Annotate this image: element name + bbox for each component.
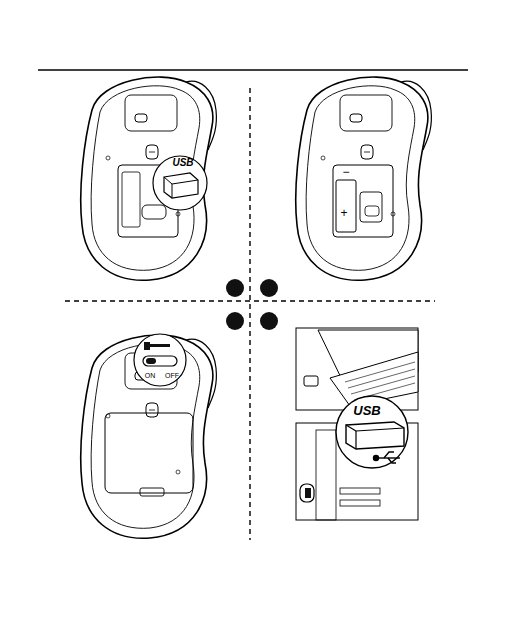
usb-label: USB <box>353 404 380 417</box>
polarity-mark: + <box>340 207 347 219</box>
switch-label: OFF <box>165 372 179 379</box>
polarity-mark: − <box>342 166 349 178</box>
usb-label: USB <box>172 158 193 168</box>
switch-label: ON <box>145 372 156 379</box>
